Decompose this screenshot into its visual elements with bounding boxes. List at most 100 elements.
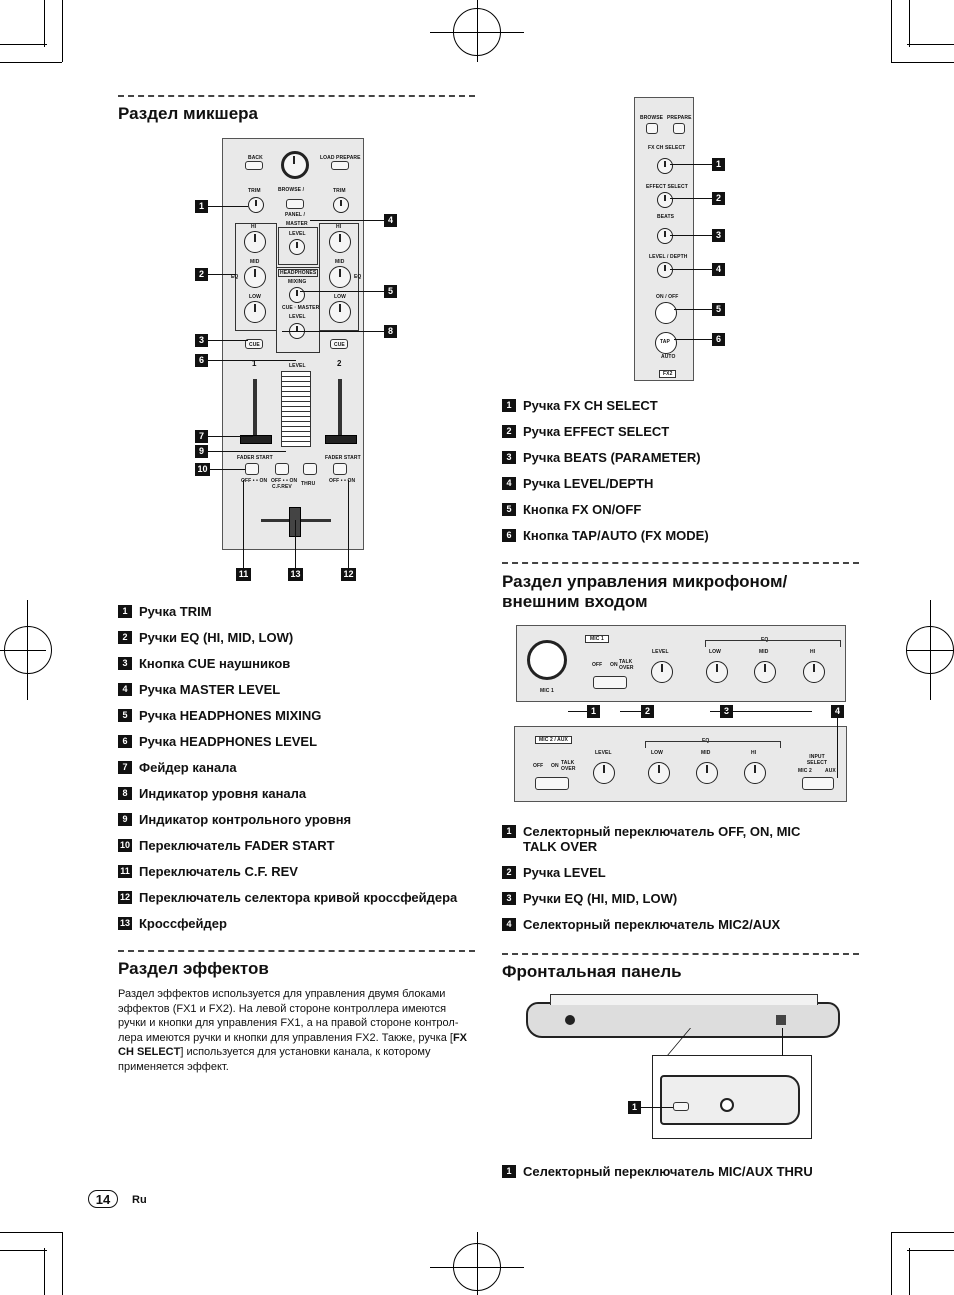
effect-select-label: EFFECT SELECT [646, 184, 688, 190]
mic1-hi-label: HI [810, 649, 816, 655]
callout-2: 2 [195, 268, 208, 281]
tap-label: TAP [660, 339, 670, 345]
fader-start-label-1: FADER START [237, 455, 273, 461]
hi-label-1: HI [251, 224, 257, 230]
mic1-low-knob [706, 661, 728, 683]
front-mic-jack [565, 1015, 575, 1025]
load-prepare-button [331, 161, 349, 170]
cf-rev-switch [275, 463, 289, 475]
mic-leader-1 [568, 711, 587, 712]
headphones-label: HEADPHONES [278, 269, 319, 277]
leader-9 [208, 451, 286, 452]
mic2-panel-illustration: MIC 2 / AUX OFF ON TALK OVER LEVEL EQ LO… [514, 726, 847, 802]
auto-label: AUTO [661, 354, 676, 360]
effects-paragraph: Раздел эффектов используется для управле… [118, 988, 468, 1073]
callout-12: 12 [341, 568, 356, 581]
fx-prepare-button [673, 123, 685, 134]
mid-knob-2 [329, 266, 351, 288]
fader-start-label-2: FADER START [325, 455, 361, 461]
mic1-on-label: ON [610, 662, 618, 668]
front-detail-mic-jack [720, 1098, 734, 1112]
callout-3: 3 [195, 334, 208, 347]
level-meter [281, 371, 311, 447]
mic-leader-2 [620, 711, 641, 712]
section-divider [502, 953, 859, 955]
trim-label-1: TRIM [248, 188, 261, 194]
fx-prepare-label: PREPARE [667, 115, 692, 121]
low-label-2: LOW [334, 294, 346, 300]
leader-12 [348, 480, 349, 568]
input-select-label: INPUT SELECT [806, 754, 828, 766]
mic2-mid-knob [696, 762, 718, 784]
page-number: 14 [88, 1190, 118, 1208]
callout-1: 1 [195, 200, 208, 213]
trim-knob-1 [248, 197, 264, 213]
mic-heading-line2: внешним входом [502, 592, 648, 611]
tap-button [655, 332, 677, 354]
fx-leader-2 [670, 198, 712, 199]
leader-13 [295, 520, 296, 568]
fx-callout-1: 1 [712, 158, 725, 171]
master-level-knob [289, 239, 305, 255]
mic1-level-knob [651, 661, 673, 683]
fx-leader-5 [674, 309, 712, 310]
low-knob-1 [244, 301, 266, 323]
fx-browse-button [646, 123, 658, 134]
mic2-off-label: OFF [533, 763, 544, 769]
effects-heading: Раздел эффектов [118, 959, 269, 978]
leader-8 [282, 331, 384, 332]
leader-5 [300, 291, 384, 292]
eq-label-1: EQ [231, 274, 239, 280]
channel-fader-track-2 [338, 379, 342, 441]
fx-leader-1 [670, 164, 712, 165]
mic2-talk-over-label: TALK OVER [561, 760, 576, 772]
front-panel-heading: Фронтальная панель [502, 962, 682, 981]
mic1-low-label: LOW [709, 649, 721, 655]
channel-fader-1 [240, 435, 272, 444]
browse-knob [281, 151, 309, 179]
master-box [278, 227, 318, 265]
browse-label: BROWSE / [278, 187, 305, 193]
callout-9: 9 [195, 445, 208, 458]
leader-10 [210, 469, 245, 470]
leader-6 [208, 360, 296, 361]
callout-6: 6 [195, 354, 208, 367]
mixing-label: MIXING [288, 279, 307, 285]
fx-browse-label: BROWSE [640, 115, 664, 121]
low-label-1: LOW [249, 294, 261, 300]
hi-knob-1 [244, 231, 266, 253]
fx-ch-select-label: FX CH SELECT [648, 145, 686, 151]
fx-callout-3: 3 [712, 229, 725, 242]
mic2aux-label: MIC 2 / AUX [535, 736, 572, 744]
leader-7 [208, 436, 253, 437]
cf-rev-label: C.F.REV [272, 484, 292, 490]
fx-on-off-button [655, 302, 677, 324]
thru-label: THRU [301, 481, 316, 487]
mid-label-1: MID [250, 259, 260, 265]
mid-label-2: MID [335, 259, 345, 265]
mic1-level-label: LEVEL [652, 649, 669, 655]
back-label: BACK [248, 155, 263, 161]
cue-button-2 [330, 339, 348, 349]
mid-knob-1 [244, 266, 266, 288]
effect-select-knob [657, 192, 673, 208]
leader-3 [208, 340, 248, 341]
mic1-label: MIC 1 [585, 635, 609, 643]
callout-4: 4 [384, 214, 397, 227]
callout-8: 8 [384, 325, 397, 338]
front-leader-1 [641, 1107, 673, 1108]
